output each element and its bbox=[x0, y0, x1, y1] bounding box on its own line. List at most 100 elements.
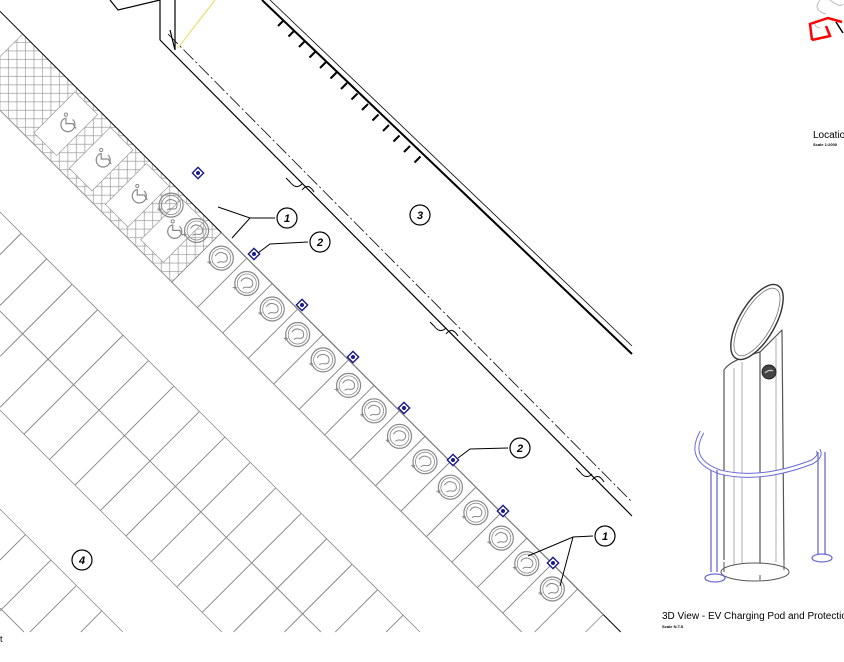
parking-bay bbox=[175, 486, 202, 513]
ev-bay bbox=[373, 385, 400, 412]
parking-bay bbox=[377, 589, 404, 616]
parking-bay bbox=[200, 462, 251, 513]
parking-bay bbox=[276, 588, 303, 615]
parking-bay bbox=[49, 459, 76, 486]
parking-bay bbox=[0, 333, 23, 357]
parking-bay bbox=[0, 607, 2, 610]
ev-charging-bay-icon bbox=[257, 296, 285, 322]
svg-text:4: 4 bbox=[78, 555, 85, 567]
parking-bay bbox=[23, 433, 50, 460]
ev-bay bbox=[552, 563, 578, 590]
road-tick bbox=[308, 50, 317, 59]
callout-1b: 1 bbox=[594, 525, 616, 547]
parking-bay bbox=[47, 309, 98, 360]
ev-bay bbox=[221, 232, 248, 259]
location-title: Locatio bbox=[813, 130, 844, 141]
charging-point-markers bbox=[191, 166, 560, 570]
road-tick bbox=[361, 103, 369, 111]
ev-bay bbox=[502, 563, 553, 614]
parking-bay bbox=[175, 436, 226, 487]
parking-bay bbox=[300, 513, 327, 540]
road-tick bbox=[277, 19, 285, 27]
location-map bbox=[808, 0, 844, 42]
charging-point-marker-icon bbox=[546, 556, 560, 570]
ev-bay bbox=[450, 461, 477, 488]
parking-bay bbox=[125, 535, 152, 562]
parking-bay bbox=[25, 534, 52, 561]
parking-bay bbox=[124, 385, 175, 436]
ev-bay bbox=[375, 436, 426, 487]
ev-bay bbox=[222, 332, 249, 359]
parking-bay bbox=[302, 613, 322, 633]
ev-bay bbox=[247, 358, 274, 385]
svg-text:2: 2 bbox=[316, 237, 323, 249]
parking-bay bbox=[50, 559, 77, 586]
ev-bay bbox=[271, 283, 298, 310]
parking-bay bbox=[226, 537, 252, 564]
ev-bay bbox=[477, 537, 528, 588]
parking-bay bbox=[1, 609, 25, 633]
svg-text:1: 1 bbox=[602, 531, 608, 543]
parking-bay bbox=[1, 559, 52, 610]
parking-bay bbox=[200, 511, 227, 538]
parking-bay bbox=[0, 609, 2, 612]
parking-bay bbox=[0, 211, 22, 234]
ev-bay bbox=[322, 334, 349, 361]
parking-bay bbox=[122, 334, 149, 361]
ev-bay bbox=[171, 232, 222, 283]
parking-bay bbox=[201, 562, 252, 613]
ev-bay bbox=[298, 409, 325, 436]
parking-bay bbox=[173, 385, 200, 412]
ev-bay bbox=[577, 588, 604, 615]
ev-charging-bay-icon bbox=[384, 423, 413, 449]
location-scale: Scale 1:2000 bbox=[813, 142, 838, 147]
parking-bay bbox=[201, 612, 223, 633]
road-tick bbox=[371, 113, 380, 122]
ev-charging-bay-icon bbox=[537, 576, 565, 602]
ev-bay bbox=[297, 308, 324, 335]
ev-bay bbox=[426, 486, 477, 537]
parking-bay bbox=[0, 233, 22, 255]
charging-point-marker-icon bbox=[295, 298, 309, 312]
road-tick bbox=[392, 134, 401, 143]
parking-bay bbox=[22, 284, 73, 335]
ev-bay bbox=[424, 436, 451, 462]
ev-charging-bay-icon bbox=[283, 321, 311, 348]
callout-2b: 2 bbox=[509, 437, 531, 459]
svg-text:3: 3 bbox=[417, 210, 423, 222]
charging-point-marker-icon bbox=[191, 166, 205, 180]
parking-bay bbox=[251, 562, 278, 589]
ev-bay bbox=[197, 307, 223, 334]
parking-bay bbox=[46, 258, 73, 285]
ev-charging-bay-icon bbox=[232, 270, 260, 297]
ev-bay bbox=[246, 257, 273, 284]
ev-bay bbox=[324, 385, 375, 436]
parking-bay bbox=[98, 409, 125, 436]
parking-layout bbox=[0, 10, 622, 633]
parking-bay bbox=[20, 233, 47, 260]
parking-bay bbox=[0, 258, 47, 306]
parking-bay bbox=[176, 586, 203, 613]
ev-bay bbox=[298, 359, 349, 410]
parking-bay bbox=[0, 358, 49, 408]
parking-bay bbox=[29, 585, 77, 633]
parking-bay bbox=[0, 310, 23, 335]
ev-bay bbox=[197, 257, 248, 308]
charging-point-marker-icon bbox=[496, 504, 510, 518]
parking-bay bbox=[71, 284, 98, 310]
parking-bay bbox=[402, 614, 421, 633]
edge-text: t bbox=[0, 634, 3, 644]
parking-bay bbox=[76, 585, 103, 612]
ev-bay bbox=[273, 334, 324, 385]
road-tick bbox=[382, 124, 390, 132]
svg-text:1: 1 bbox=[284, 213, 290, 225]
parking-bay bbox=[98, 360, 149, 411]
leader-lines bbox=[217, 206, 594, 587]
ev-bay bbox=[501, 512, 528, 539]
parking-bay bbox=[73, 384, 100, 411]
ev-bay bbox=[375, 485, 402, 512]
ev-bay bbox=[477, 587, 504, 614]
parking-bay bbox=[0, 409, 25, 435]
callout-3: 3 bbox=[409, 204, 431, 226]
